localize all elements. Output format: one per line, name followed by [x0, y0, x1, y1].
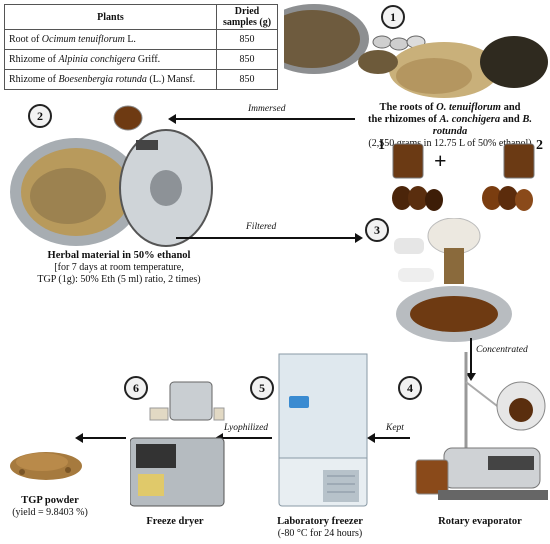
table-row: Root of Ocimum tenuiflorum L. 850 [4, 29, 278, 50]
step-5-caption: Laboratory freezer (-80 °C for 24 hours) [250, 516, 390, 540]
step-1-species-2: A. conchigera [439, 114, 501, 125]
jar-2-label: 2 [536, 138, 543, 153]
filtered-arrow [176, 233, 363, 243]
plants-table: Plants Dried samples (g) Root of Ocimum … [4, 4, 278, 90]
extract-jars-photo [392, 143, 535, 211]
step-2-circle: 2 [28, 104, 52, 128]
step-5-circle: 5 [250, 376, 274, 400]
filtering-photo [394, 218, 512, 342]
powder-title: TGP powder [21, 495, 79, 506]
powder-caption: TGP powder (yield = 9.8403 %) [0, 495, 100, 519]
herbs-photo [284, 4, 548, 98]
tgp-powder-photo [10, 452, 82, 480]
plus-sign: + [434, 148, 447, 173]
step-2-line1: [for 7 days at room temperature, [54, 262, 184, 273]
step-1-species-1: O. tenuiflorum [436, 102, 501, 113]
lyophilized-label: Lyophilized [224, 423, 269, 433]
row-latin: Boesenbergia rotunda [58, 74, 147, 85]
row-prefix: Rhizome of [9, 74, 59, 85]
header-plants: Plants [4, 4, 217, 30]
row-value: 850 [216, 69, 278, 90]
row-suffix: (L.) Mansf. [146, 74, 196, 85]
kept-arrow [367, 433, 410, 443]
step-2-title: Herbal material in 50% ethanol [47, 250, 191, 261]
row-prefix: Root of [9, 34, 42, 45]
step-1-line1: The roots of [379, 102, 437, 113]
step-5-line1: (-80 °C for 24 hours) [277, 528, 363, 539]
rotary-evaporator-photo [415, 352, 548, 500]
step-1-line2: the rhizomes of [368, 114, 440, 125]
freeze-dryer-photo [130, 381, 225, 507]
step-4-circle: 4 [398, 376, 422, 400]
row-suffix: Griff. [135, 54, 161, 65]
table-row: Rhizome of Alpinia conchigera Griff. 850 [4, 49, 278, 70]
row-value: 850 [216, 49, 278, 70]
step-1-line2-mid: and [500, 114, 523, 125]
freezer-photo [278, 353, 368, 507]
step-1-line1-end: and [500, 102, 521, 113]
row-latin: Alpinia conchigera [58, 54, 136, 65]
step-4-caption: Rotary evaporator [410, 516, 550, 528]
header-dried-samples: Dried samples (g) [216, 4, 278, 30]
step-1-circle: 1 [381, 5, 405, 29]
step-2-line2: TGP (1g): 50% Eth (5 ml) ratio, 2 times) [37, 274, 201, 285]
step-5-title: Laboratory freezer [277, 516, 363, 527]
row-value: 850 [216, 29, 278, 50]
jar-1-label: 1 [378, 138, 385, 153]
kept-label: Kept [386, 423, 404, 433]
step-4-title: Rotary evaporator [438, 516, 522, 527]
table-row: Rhizome of Boesenbergia rotunda (L.) Man… [4, 69, 278, 90]
step-1-line3: (2,550 grams in 12.75 L of 50% ethanol) [368, 138, 532, 149]
filtered-label: Filtered [246, 222, 277, 232]
pot-photo [10, 105, 213, 247]
powder-arrow [75, 433, 126, 443]
immersed-arrow [168, 114, 355, 124]
step-3-circle: 3 [365, 218, 389, 242]
step-1-species-3: B. rotunda [432, 114, 532, 137]
immersed-label: Immersed [248, 104, 286, 114]
step-6-title: Freeze dryer [146, 516, 204, 527]
concentrated-label: Concentrated [476, 345, 528, 355]
step-6-circle: 6 [124, 376, 148, 400]
row-prefix: Rhizome of [9, 54, 59, 65]
concentrated-arrow [466, 338, 476, 381]
step-6-caption: Freeze dryer [120, 516, 230, 528]
row-latin: Ocimum tenuiflorum [41, 34, 125, 45]
step-2-caption: Herbal material in 50% ethanol [for 7 da… [4, 250, 234, 286]
step-1-caption: The roots of O. tenuiflorum and the rhiz… [350, 102, 550, 150]
row-suffix: L. [124, 34, 136, 45]
powder-yield: (yield = 9.8403 %) [12, 507, 88, 518]
lyophilized-arrow [215, 433, 272, 443]
